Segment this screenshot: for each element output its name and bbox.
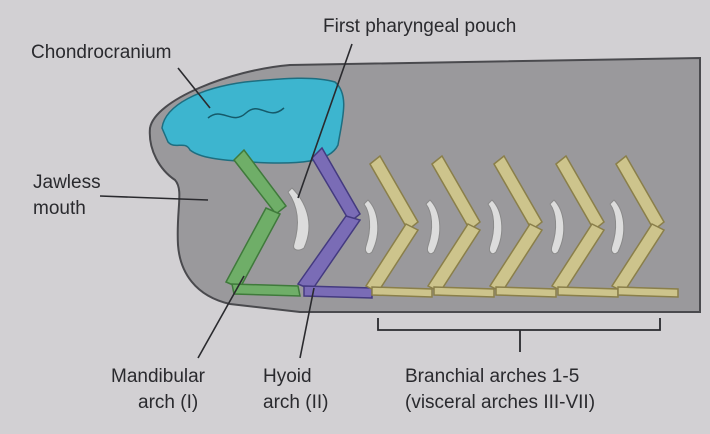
- label-hyoid-line1: Hyoid: [263, 366, 312, 388]
- hyoid-arch-base: [304, 286, 372, 298]
- branchial-arch-2-base: [434, 287, 494, 297]
- label-jawless-mouth-line2: mouth: [33, 198, 86, 220]
- label-jawless-mouth-line1: Jawless: [33, 172, 101, 194]
- mandibular-arch-base: [232, 284, 300, 296]
- branchial-arch-3-base: [496, 287, 556, 297]
- label-branchial-line1: Branchial arches 1-5: [405, 366, 579, 388]
- branchial-arch-1-base: [372, 287, 432, 297]
- branchial-arch-4-base: [558, 287, 618, 297]
- label-mandibular-line1: Mandibular: [111, 366, 205, 388]
- label-chondrocranium: Chondrocranium: [31, 42, 171, 64]
- branchial-arch-5-base: [618, 287, 678, 297]
- label-first-pharyngeal-pouch: First pharyngeal pouch: [323, 16, 516, 38]
- label-mandibular-line2: arch (I): [138, 392, 198, 414]
- branchial-bracket: [378, 318, 660, 352]
- label-branchial-line2: (visceral arches III-VII): [405, 392, 595, 414]
- label-hyoid-line2: arch (II): [263, 392, 328, 414]
